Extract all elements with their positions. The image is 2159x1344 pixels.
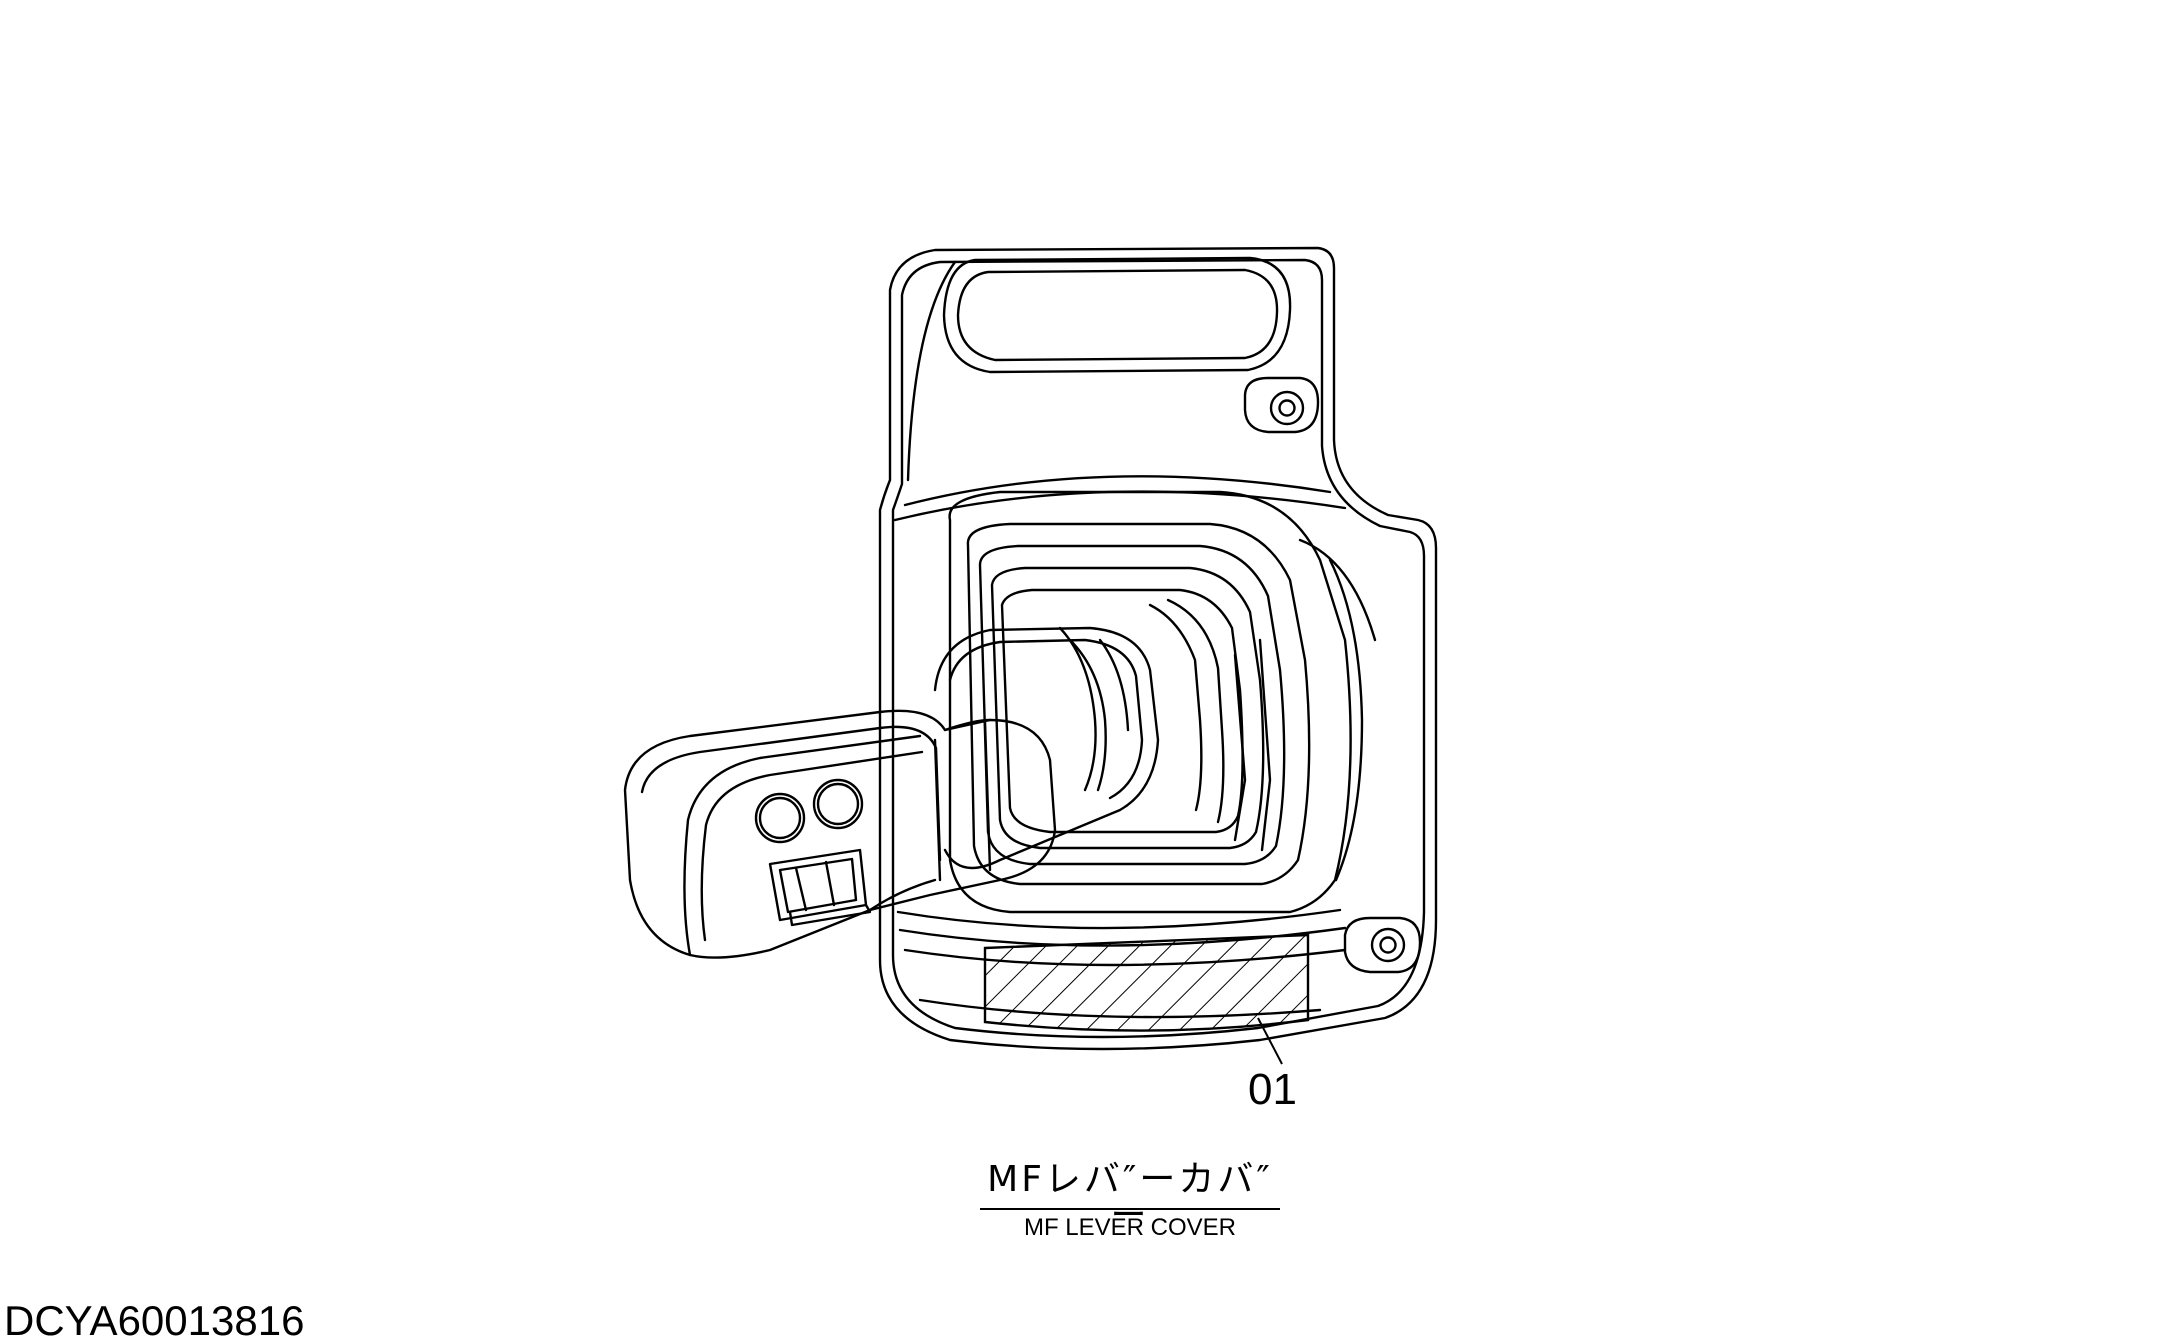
mount-boss-bottom <box>1343 916 1422 974</box>
title-english: MF LEVER COVER <box>1023 1214 1237 1241</box>
boot-layer-1 <box>948 490 1352 914</box>
top-window <box>942 256 1292 374</box>
button-left <box>754 792 806 844</box>
mount-boss-top <box>1243 376 1320 434</box>
label-area-hatch <box>983 933 1310 1032</box>
title-japanese: MFレバ″ーカバ″ー <box>987 1159 1273 1236</box>
button-right <box>812 778 864 830</box>
callout-leader <box>1257 1017 1283 1065</box>
lever-stem <box>933 626 1160 870</box>
callout-label: 01 <box>1248 1065 1297 1114</box>
housing-outline <box>878 246 1438 1051</box>
title-rule <box>980 1208 1280 1210</box>
housing-inner-edge <box>891 258 1426 1039</box>
drawing-id: DCYA60013816 <box>4 1297 305 1344</box>
boot-layer-2 <box>966 522 1311 886</box>
